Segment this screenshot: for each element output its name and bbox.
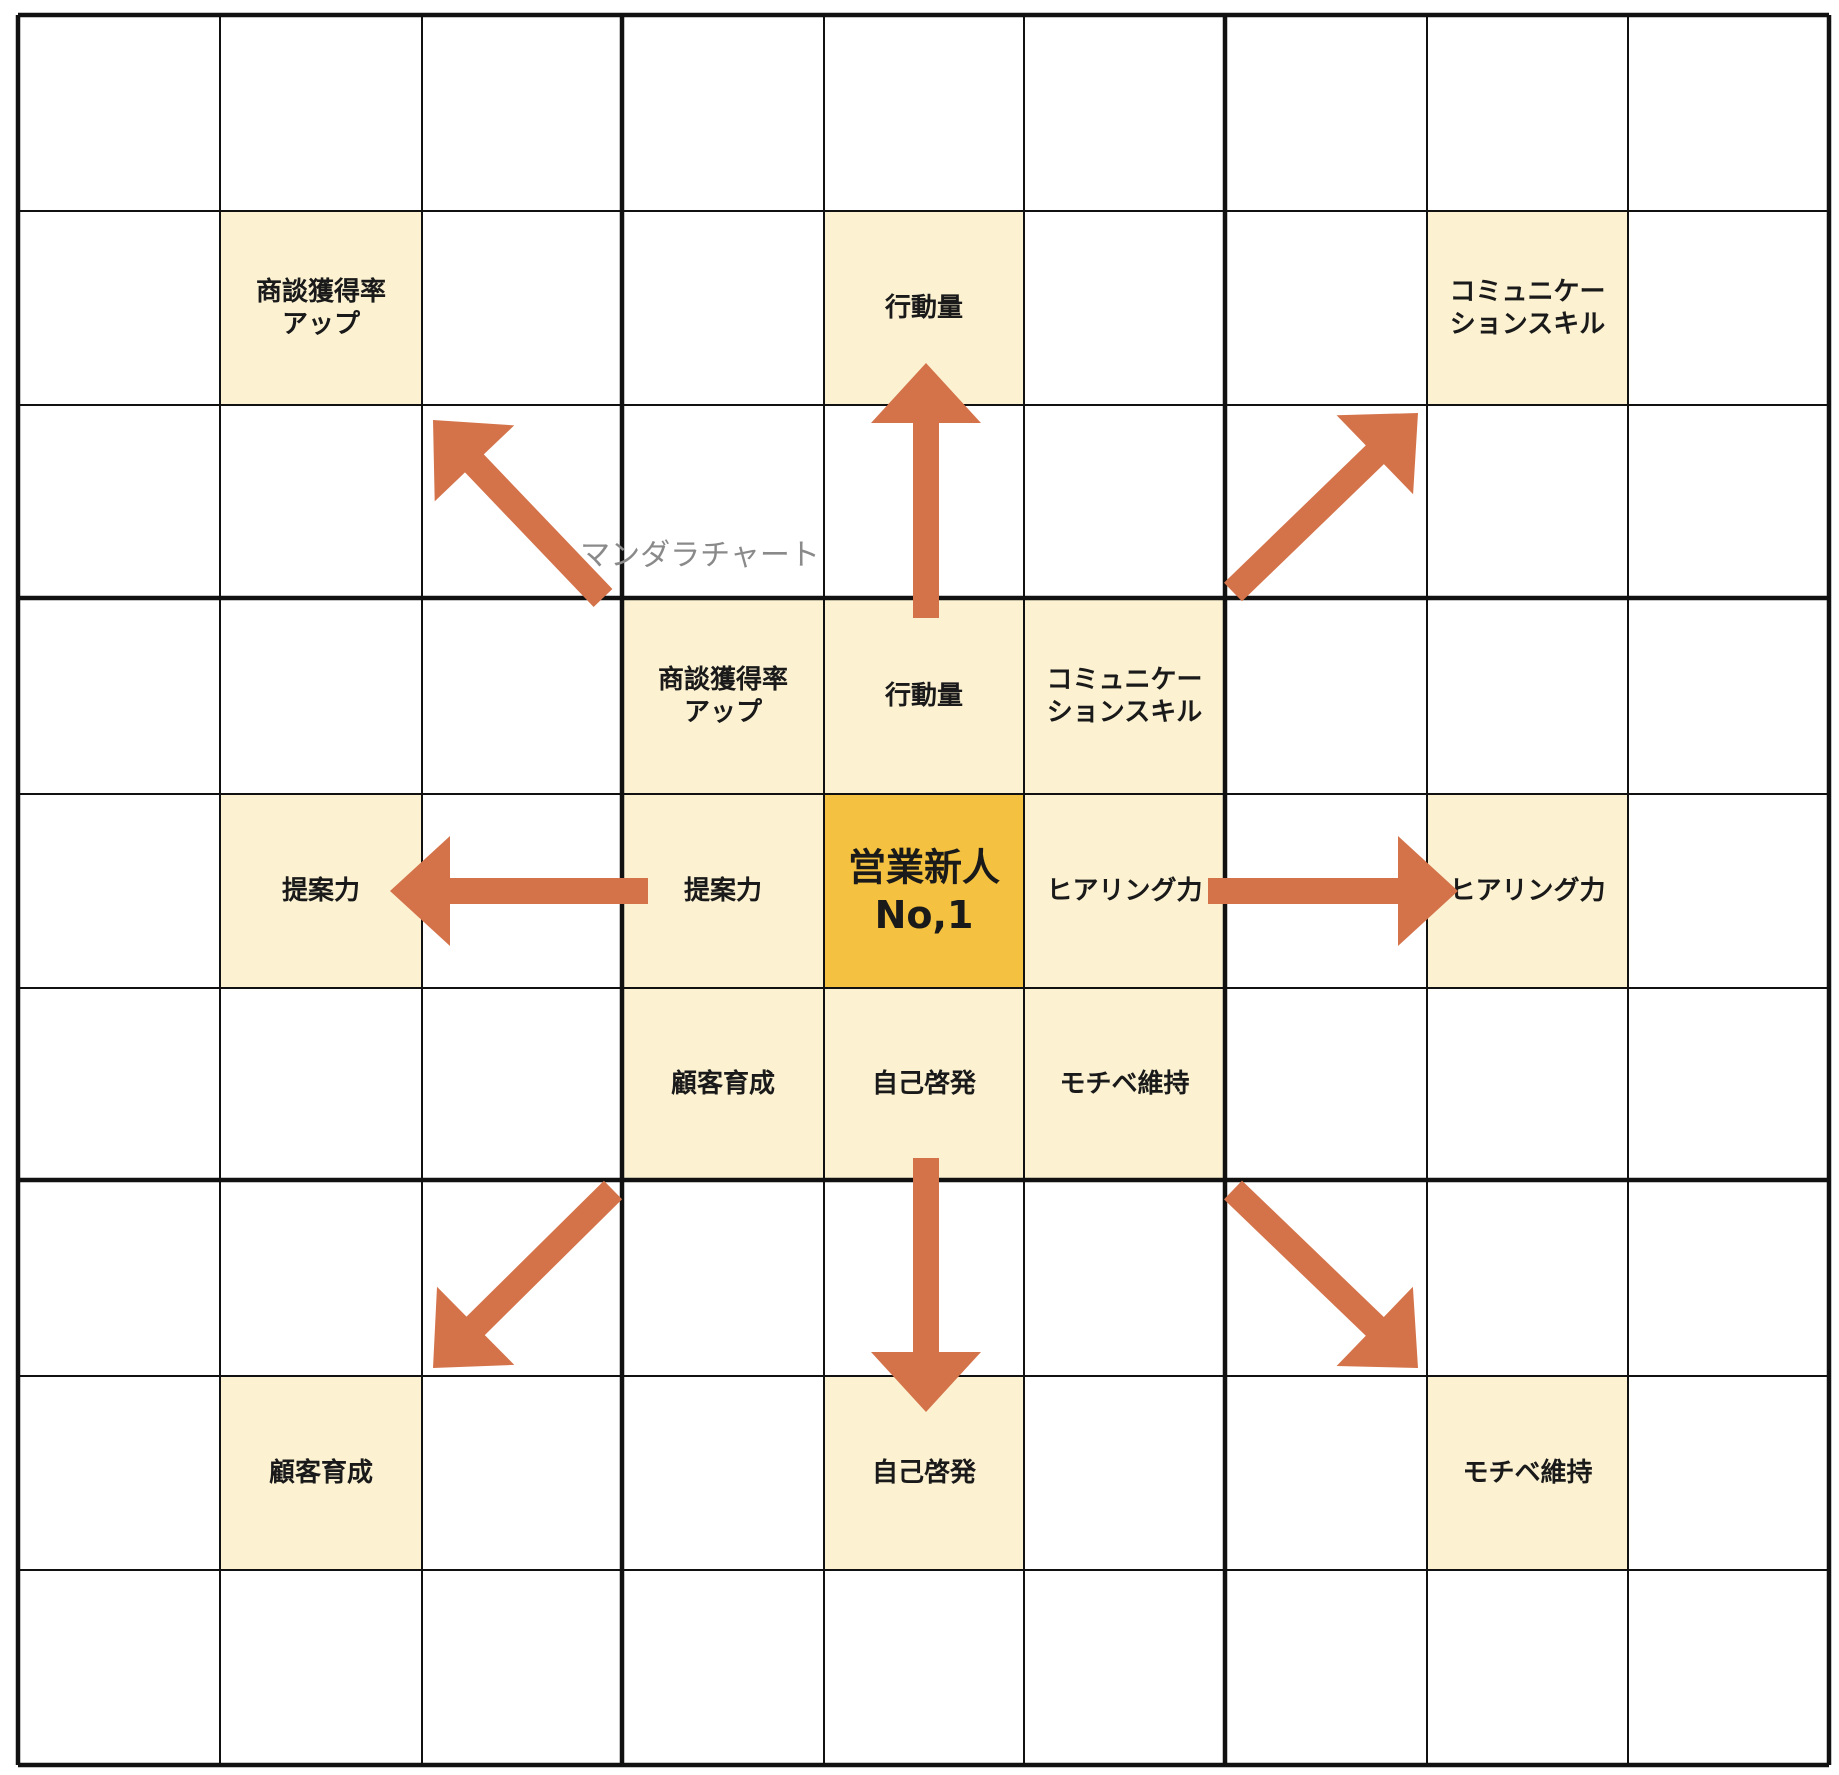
arrow-up	[871, 363, 981, 618]
theme-cell-inner-down-right	[1024, 988, 1225, 1180]
theme-label-inner-up-right-line-2: ションスキル	[1047, 697, 1202, 727]
theme-label-inner-up-line-1: 行動量	[884, 680, 963, 711]
center-cell	[824, 794, 1024, 988]
arrow-up-right	[1224, 413, 1418, 602]
theme-label-inner-down-right-line-1: モチベ維持	[1059, 1068, 1189, 1099]
theme-label-inner-up-left-line-2: アップ	[684, 697, 763, 727]
theme-label-inner-right-line-1: ヒアリング力	[1046, 876, 1202, 906]
theme-label-outer-up-left-line-1: 商談獲得率	[256, 276, 386, 307]
theme-cell-outer-down-left	[220, 1376, 422, 1570]
theme-label-outer-down-line-1: 自己啓発	[872, 1457, 977, 1488]
theme-label-outer-up-line-1: 行動量	[884, 292, 963, 323]
theme-label-outer-right-line-1: ヒアリング力	[1449, 876, 1605, 906]
arrow-down-right	[1224, 1180, 1418, 1368]
highlight-cells	[220, 211, 1628, 1570]
theme-cell-outer-down-right	[1427, 1376, 1628, 1570]
theme-cell-outer-left	[220, 794, 422, 988]
arrow-down-left	[433, 1180, 623, 1368]
arrow-left	[390, 836, 648, 946]
theme-cell-inner-left	[622, 794, 824, 988]
theme-label-outer-up-left-line-2: アップ	[282, 309, 361, 339]
arrows	[390, 363, 1458, 1412]
theme-cell-inner-up-right	[1024, 598, 1225, 794]
theme-label-inner-left-line-1: 提案力	[684, 875, 762, 906]
theme-cell-inner-up	[824, 598, 1024, 794]
arrow-up-left	[433, 420, 613, 607]
center-label-line-2: No,1	[875, 893, 974, 937]
theme-cell-inner-down-left	[622, 988, 824, 1180]
theme-label-outer-left-line-1: 提案力	[282, 875, 360, 906]
theme-cell-outer-up-right	[1427, 211, 1628, 405]
center-label-line-1: 営業新人	[848, 845, 1000, 889]
theme-label-inner-down-left-line-1: 顧客育成	[671, 1068, 775, 1099]
theme-cell-inner-down	[824, 988, 1024, 1180]
arrow-down	[871, 1158, 981, 1412]
theme-cell-inner-up-left	[622, 598, 824, 794]
theme-label-outer-up-right-line-2: ションスキル	[1450, 309, 1605, 339]
theme-label-inner-up-right-line-1: コミュニケー	[1046, 665, 1202, 695]
theme-label-inner-down-line-1: 自己啓発	[872, 1068, 977, 1099]
theme-label-outer-down-left-line-1: 顧客育成	[269, 1457, 373, 1488]
theme-label-outer-down-right-line-1: モチベ維持	[1462, 1457, 1592, 1488]
theme-label-inner-up-left-line-1: 商談獲得率	[658, 664, 788, 695]
arrow-right	[1208, 836, 1458, 946]
theme-cell-inner-right	[1024, 794, 1225, 988]
cell-labels: 営業新人No,1商談獲得率アップ商談獲得率アップ行動量行動量コミュニケーションス…	[256, 276, 1606, 1488]
theme-label-outer-up-right-line-1: コミュニケー	[1449, 277, 1605, 307]
chart-title: マンダラチャート	[580, 538, 820, 573]
theme-cell-outer-up-left	[220, 211, 422, 405]
theme-cell-outer-right	[1427, 794, 1628, 988]
